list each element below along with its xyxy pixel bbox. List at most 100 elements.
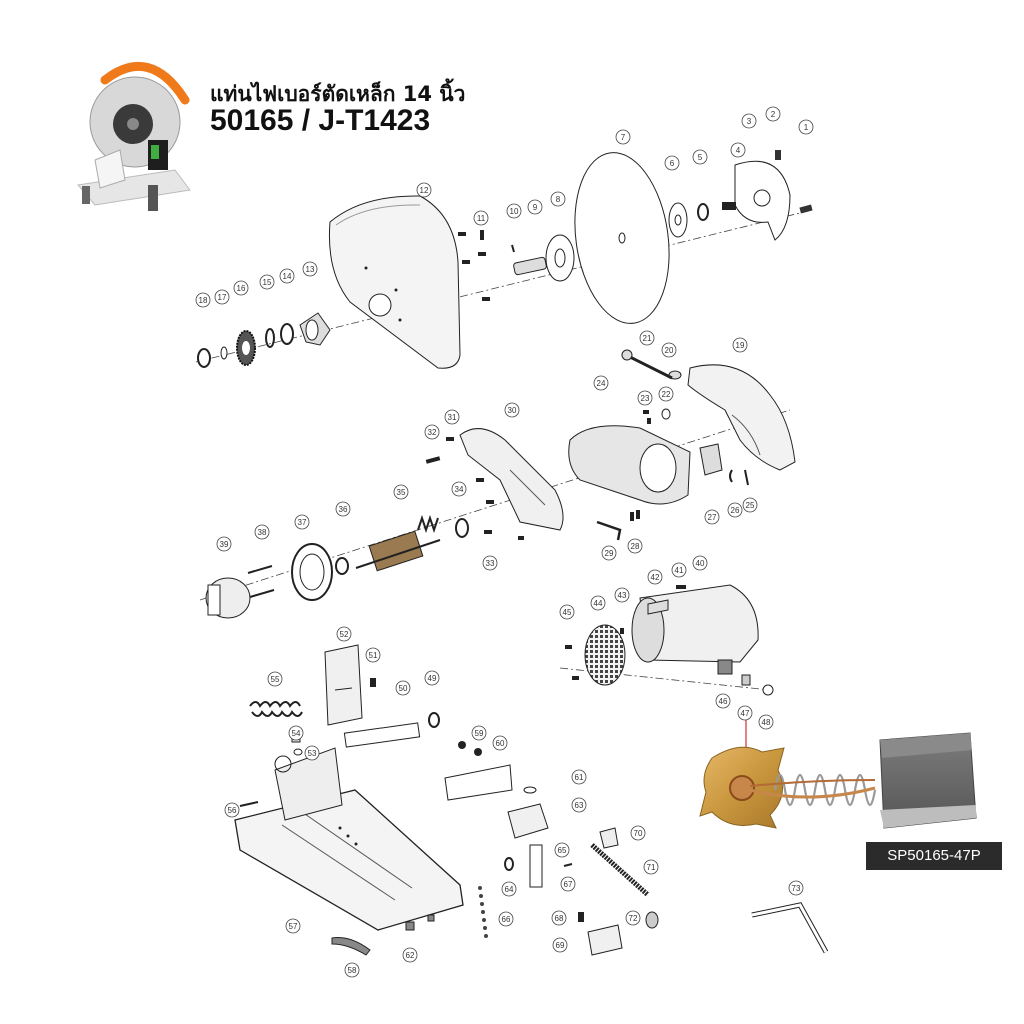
callout-number: 33 bbox=[486, 559, 495, 568]
callout-number: 6 bbox=[670, 159, 675, 168]
callout-19: 19 bbox=[732, 337, 748, 353]
callout-number: 48 bbox=[762, 718, 771, 727]
callout-circle bbox=[216, 536, 232, 552]
callout-circle bbox=[504, 402, 520, 418]
part-fan-baffle bbox=[291, 543, 333, 601]
callout-circle bbox=[627, 538, 643, 554]
callout-circle bbox=[643, 859, 659, 875]
callout-number: 31 bbox=[448, 413, 457, 422]
callout-72: 72 bbox=[625, 910, 641, 926]
callout-circle bbox=[471, 725, 487, 741]
callout-number: 21 bbox=[643, 334, 652, 343]
part-screws-31 bbox=[446, 437, 454, 441]
callout-13: 13 bbox=[302, 261, 318, 277]
callout-32: 32 bbox=[424, 424, 440, 440]
part-wrench-73 bbox=[751, 902, 829, 954]
callout-circle bbox=[304, 745, 320, 761]
part-carbon-brush-47 bbox=[741, 674, 751, 686]
page-title: แท่นไฟเบอร์ตัดเหล็ก 14 นิ้ว bbox=[210, 82, 466, 106]
part-screws-38 bbox=[247, 565, 275, 598]
callout-number: 18 bbox=[199, 296, 208, 305]
callout-number: 8 bbox=[556, 195, 561, 204]
part-gear-housing bbox=[568, 425, 691, 505]
callout-18: 18 bbox=[195, 292, 211, 308]
callout-circle bbox=[444, 409, 460, 425]
callout-circle bbox=[664, 155, 680, 171]
callout-11: 11 bbox=[473, 210, 489, 226]
callout-circle bbox=[554, 842, 570, 858]
callout-16: 16 bbox=[233, 280, 249, 296]
callout-circle bbox=[506, 203, 522, 219]
callout-circle bbox=[402, 947, 418, 963]
callout-circle bbox=[615, 129, 631, 145]
part-outer-flange bbox=[668, 202, 688, 238]
part-washer-5 bbox=[697, 203, 709, 221]
callout-circle bbox=[742, 497, 758, 513]
callout-20: 20 bbox=[661, 342, 677, 358]
callout-number: 3 bbox=[747, 117, 752, 126]
callout-circle bbox=[741, 113, 757, 129]
callout-51: 51 bbox=[365, 647, 381, 663]
callout-circle bbox=[732, 337, 748, 353]
callout-circle bbox=[647, 569, 663, 585]
part-bracket-27 bbox=[699, 443, 723, 476]
part-screw-2 bbox=[775, 150, 781, 160]
part-fan-cover bbox=[584, 624, 626, 686]
part-washer-17 bbox=[220, 346, 228, 360]
part-screws-59 bbox=[458, 741, 482, 756]
callout-54: 54 bbox=[288, 725, 304, 741]
part-key-10 bbox=[511, 244, 515, 253]
callout-15: 15 bbox=[259, 274, 275, 290]
callout-14: 14 bbox=[279, 268, 295, 284]
part-lead-screw-71 bbox=[590, 843, 650, 897]
callout-71: 71 bbox=[643, 859, 659, 875]
callout-circle bbox=[730, 142, 746, 158]
callout-number: 26 bbox=[731, 506, 740, 515]
callout-number: 72 bbox=[629, 914, 638, 923]
callout-number: 15 bbox=[263, 278, 272, 287]
callout-circle bbox=[365, 647, 381, 663]
part-armature bbox=[355, 514, 441, 572]
callout-64: 64 bbox=[501, 881, 517, 897]
callout-number: 69 bbox=[556, 941, 565, 950]
callout-number: 35 bbox=[397, 488, 406, 497]
callout-66: 66 bbox=[498, 911, 514, 927]
callout-circle bbox=[671, 562, 687, 578]
callout-circle bbox=[424, 670, 440, 686]
callout-number: 25 bbox=[746, 501, 755, 510]
part-screw-45 bbox=[565, 645, 579, 680]
callout-number: 53 bbox=[308, 749, 317, 758]
callout-number: 1 bbox=[804, 123, 809, 132]
callout-circle bbox=[571, 769, 587, 785]
part-cap-48 bbox=[762, 684, 774, 696]
callout-circle bbox=[559, 604, 575, 620]
part-blade-guard-plate bbox=[734, 160, 791, 241]
callout-circle bbox=[590, 595, 606, 611]
callout-labels: 1234567891011121314151617181920212223242… bbox=[195, 106, 814, 978]
callout-number: 38 bbox=[258, 528, 267, 537]
callout-circle bbox=[492, 735, 508, 751]
callout-number: 10 bbox=[510, 207, 519, 216]
part-cutting-disc bbox=[574, 152, 670, 324]
callout-number: 32 bbox=[428, 428, 437, 437]
callout-12: 12 bbox=[416, 182, 432, 198]
callout-37: 37 bbox=[294, 514, 310, 530]
callout-9: 9 bbox=[527, 199, 543, 215]
callout-17: 17 bbox=[214, 289, 230, 305]
callout-circle bbox=[233, 280, 249, 296]
part-spindle bbox=[513, 256, 547, 276]
callout-number: 5 bbox=[698, 153, 703, 162]
part-screw-1 bbox=[799, 204, 813, 214]
callout-circle bbox=[302, 261, 318, 277]
callout-41: 41 bbox=[671, 562, 687, 578]
spare-part-code-badge: SP50165-47P bbox=[866, 842, 1002, 870]
callout-number: 50 bbox=[399, 684, 408, 693]
callout-38: 38 bbox=[254, 524, 270, 540]
callout-circle bbox=[661, 342, 677, 358]
callout-5: 5 bbox=[692, 149, 708, 165]
callout-24: 24 bbox=[593, 375, 609, 391]
callout-number: 29 bbox=[605, 549, 614, 558]
part-brush-holder-46 bbox=[717, 659, 733, 675]
callout-number: 59 bbox=[475, 729, 484, 738]
callout-61: 61 bbox=[571, 769, 587, 785]
